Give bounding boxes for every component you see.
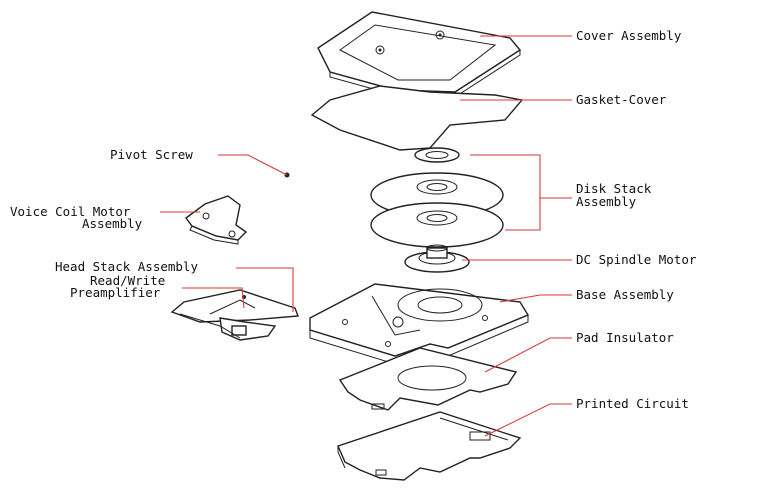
label-voice-coil-line2: Assembly bbox=[82, 216, 143, 231]
labels: Cover Assembly Gasket-Cover Pivot Screw … bbox=[10, 28, 697, 411]
head-stack-assembly-part bbox=[170, 289, 299, 341]
leader-pad-insulator bbox=[484, 337, 572, 373]
label-disk-stack-line2: Assembly bbox=[576, 194, 637, 209]
label-read-write-line2: Preamplifier bbox=[70, 285, 161, 300]
label-pad-insulator: Pad Insulator bbox=[576, 330, 674, 345]
printed-circuit-part bbox=[337, 411, 522, 481]
leader-disk-stack bbox=[470, 154, 572, 231]
gasket-cover-part bbox=[310, 85, 524, 151]
label-gasket-cover: Gasket-Cover bbox=[576, 92, 667, 107]
dc-spindle-motor-part bbox=[404, 244, 470, 273]
leader-base-assembly bbox=[499, 294, 572, 303]
label-dc-spindle-motor: DC Spindle Motor bbox=[576, 252, 697, 267]
label-head-stack-assembly: Head Stack Assembly bbox=[55, 259, 198, 274]
pad-insulator-part bbox=[338, 347, 518, 411]
cover-assembly-part bbox=[317, 11, 522, 98]
label-disk-stack-line1: Disk Stack bbox=[576, 181, 652, 196]
label-voice-coil-line1: Voice Coil Motor bbox=[10, 204, 131, 219]
leader-head-stack bbox=[236, 267, 294, 312]
label-pivot-screw: Pivot Screw bbox=[110, 147, 193, 162]
label-cover-assembly: Cover Assembly bbox=[576, 28, 682, 43]
leader-lines bbox=[160, 35, 572, 437]
leader-pivot-screw bbox=[218, 154, 288, 176]
label-printed-circuit: Printed Circuit bbox=[576, 396, 689, 411]
leader-printed-circuit bbox=[484, 403, 572, 437]
leader-read-write bbox=[182, 287, 245, 309]
label-base-assembly: Base Assembly bbox=[576, 287, 674, 302]
label-read-write-line1: Read/Write bbox=[90, 273, 165, 288]
disk-stack-part bbox=[370, 147, 504, 248]
voice-coil-motor-part bbox=[185, 195, 248, 245]
